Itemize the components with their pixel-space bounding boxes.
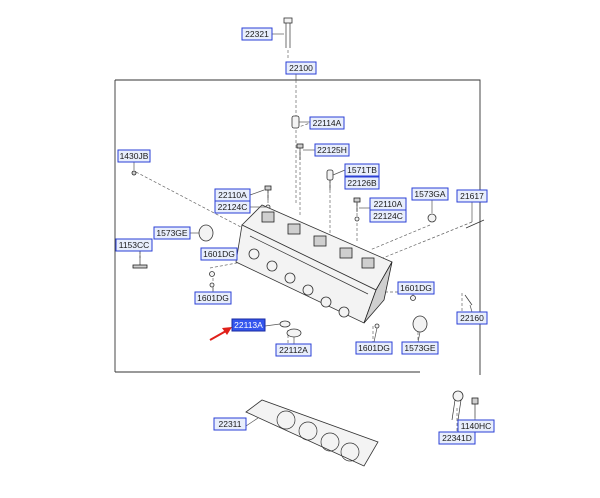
seal-22112a-part [286, 328, 302, 338]
callout-22124c-right[interactable]: 22124C [369, 209, 407, 223]
callout-22126b[interactable]: 22126B [344, 176, 380, 190]
bolt-22110a-left-part [264, 185, 272, 210]
callout-22124c-left[interactable]: 22124C [214, 200, 251, 214]
callout-1601dg-b[interactable]: 1601DG [194, 291, 232, 305]
callout-22110a-left-label: 22110A [218, 190, 247, 200]
callout-22125h[interactable]: 22125H [314, 143, 350, 157]
assembly-frame [114, 79, 481, 375]
callout-1601dg-d-label: 1601DG [400, 283, 432, 293]
callout-22112a-label: 22112A [279, 345, 308, 355]
callout-1573ga[interactable]: 1573GA [411, 187, 449, 201]
callout-1573ga-label: 1573GA [414, 189, 446, 199]
bolt-1153cc-part [132, 255, 148, 269]
callout-22100-label: 22100 [289, 63, 313, 73]
callout-1601dg-c[interactable]: 1601DG [355, 341, 393, 355]
pin-22160-part [464, 294, 473, 306]
callout-22321-label: 22321 [245, 29, 269, 39]
callout-22114a[interactable]: 22114A [309, 116, 345, 130]
bolt-22110a-right-part [353, 197, 361, 222]
callout-1573ge-left[interactable]: 1573GE [153, 226, 191, 240]
head-bolt-part [283, 17, 293, 48]
callout-1140hc-label: 1140HC [461, 421, 492, 431]
callout-1153cc-label: 1153CC [119, 240, 150, 250]
callout-1571tb[interactable]: 1571TB [344, 163, 380, 177]
callout-22100[interactable]: 22100 [285, 61, 317, 75]
seal-22113a-part [279, 320, 291, 328]
callout-1573ge-left-label: 1573GE [156, 228, 188, 238]
parts [131, 17, 485, 467]
callout-1571tb-label: 1571TB [347, 165, 377, 175]
callout-22112a[interactable]: 22112A [275, 343, 312, 357]
callout-1601dg-b-label: 1601DG [197, 293, 229, 303]
callout-22113a-label: 22113A [234, 320, 263, 330]
head-gasket-part [245, 399, 379, 467]
callout-22341d[interactable]: 22341D [438, 431, 476, 445]
callout-22114a-label: 22114A [313, 118, 342, 128]
callout-22110a-left[interactable]: 22110A [214, 188, 251, 202]
cylinder-head-part [235, 204, 393, 324]
highlight-arrow [209, 327, 232, 341]
callout-1153cc[interactable]: 1153CC [115, 238, 153, 252]
plug-1601dg-d-part [410, 295, 416, 301]
callout-1573ge-right[interactable]: 1573GE [401, 341, 439, 355]
plug-1601dg-c-part [374, 323, 380, 329]
callout-leaders [133, 33, 476, 427]
callout-22160[interactable]: 22160 [456, 311, 488, 325]
stud-21617-part [465, 219, 485, 229]
callout-22110a-right-label: 22110A [374, 199, 403, 209]
callout-22110a-right[interactable]: 22110A [369, 197, 407, 211]
callout-1573ge-right-label: 1573GE [404, 343, 436, 353]
callout-21617-label: 21617 [460, 191, 484, 201]
callout-22321[interactable]: 22321 [241, 27, 273, 41]
callout-22311-label: 22311 [218, 419, 241, 429]
callout-1430jb[interactable]: 1430JB [117, 149, 151, 163]
plug-1601dg-a-part [209, 271, 215, 277]
callout-22125h-label: 22125H [317, 145, 347, 155]
bracket-part [451, 390, 479, 421]
callout-21617[interactable]: 21617 [456, 189, 488, 203]
callout-1601dg-c-label: 1601DG [358, 343, 390, 353]
plug-right-part [412, 315, 428, 333]
callout-22160-label: 22160 [460, 313, 484, 323]
pin-part [131, 170, 137, 176]
dowel-pin-part [291, 115, 300, 129]
plug-1573ga-part [427, 213, 437, 223]
callout-22124c-left-label: 22124C [218, 202, 248, 212]
callout-1601dg-a-label: 1601DG [203, 249, 235, 259]
callout-1601dg-a[interactable]: 1601DG [200, 247, 238, 261]
callout-22124c-right-label: 22124C [373, 211, 403, 221]
callout-22126b-label: 22126B [347, 178, 377, 188]
stud-part [326, 169, 334, 190]
callout-22311[interactable]: 22311 [213, 417, 247, 431]
plug-left-part [198, 224, 214, 242]
bolt-22125h-part [296, 143, 304, 160]
callout-1430jb-label: 1430JB [120, 151, 149, 161]
callout-1601dg-d[interactable]: 1601DG [397, 281, 435, 295]
plug-1601dg-b-part [209, 282, 215, 288]
callout-1140hc[interactable]: 1140HC [457, 419, 495, 433]
callout-22341d-label: 22341D [442, 433, 472, 443]
callout-22113a[interactable]: 22113A [231, 318, 266, 332]
